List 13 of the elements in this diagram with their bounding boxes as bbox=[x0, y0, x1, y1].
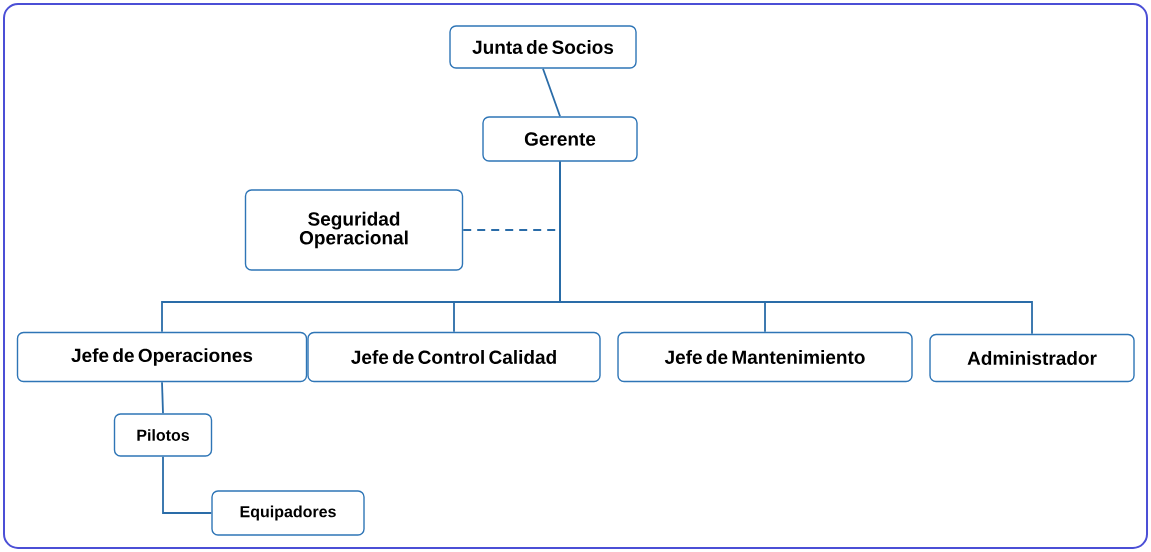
org-box: Equipadores bbox=[211, 490, 365, 536]
org-box: Jefe de Operaciones bbox=[16, 331, 308, 383]
connector-line bbox=[162, 455, 213, 514]
org-box: Junta de Socios bbox=[449, 25, 637, 69]
connector-line bbox=[161, 381, 164, 415]
org-box: Gerente bbox=[482, 116, 638, 162]
connector-line bbox=[542, 67, 561, 118]
org-box: Jefe de Mantenimiento bbox=[617, 331, 913, 383]
org-box: Administrador bbox=[929, 333, 1135, 383]
org-box: Jefe de Control Calidad bbox=[307, 331, 601, 383]
org-box: Seguridad Operacional bbox=[244, 189, 464, 271]
org-box: Pilotos bbox=[113, 413, 213, 457]
connector-line bbox=[559, 160, 1033, 335]
